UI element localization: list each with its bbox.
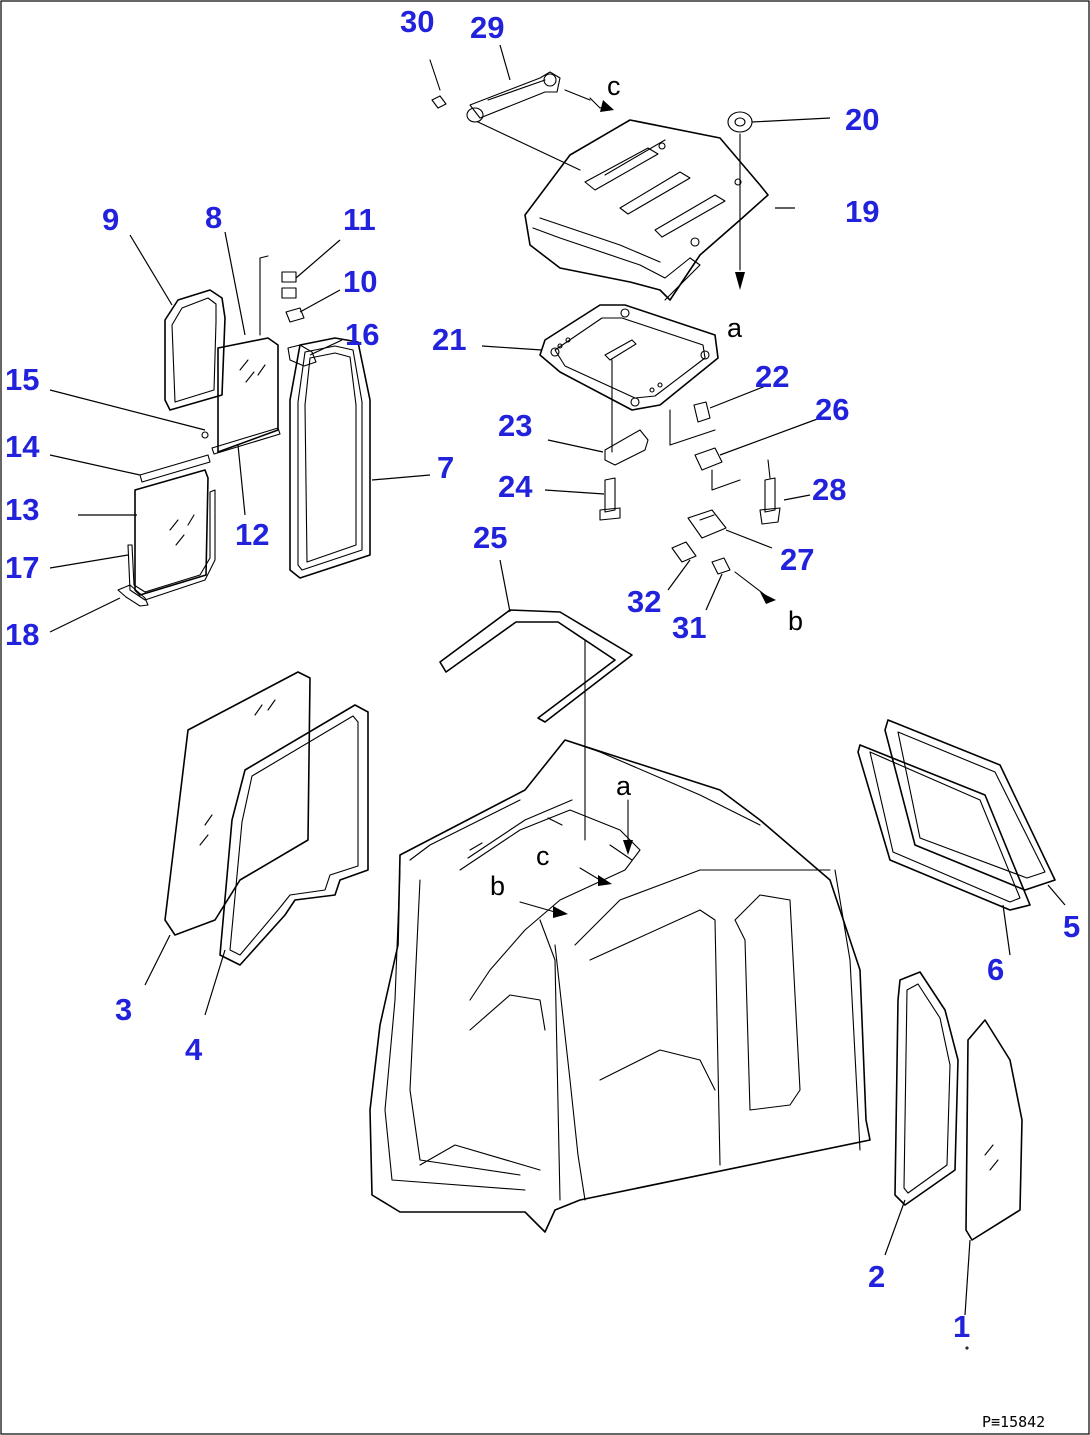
callout-5: 5 xyxy=(1063,909,1080,944)
ref-letter-b-cab: b xyxy=(490,871,505,901)
ref-letter-c-hinge: c xyxy=(607,71,621,101)
callout-28: 28 xyxy=(812,472,846,507)
callout-11: 11 xyxy=(343,202,376,237)
parts-12-14-strips xyxy=(139,427,281,483)
reference-letters: c a b a c b xyxy=(490,71,803,901)
callout-10: 10 xyxy=(343,264,377,299)
callout-9: 9 xyxy=(102,202,119,237)
part-26-plate xyxy=(669,409,821,491)
part-7-seal xyxy=(289,337,371,579)
parts-10-11-16-hardware xyxy=(259,239,343,367)
callout-12: 12 xyxy=(235,517,269,552)
callout-6: 6 xyxy=(987,952,1004,987)
callout-24: 24 xyxy=(498,469,533,504)
callout-32: 32 xyxy=(627,584,661,619)
part-22-pin xyxy=(693,384,769,423)
part-28-bolt xyxy=(759,459,811,525)
part-9-seal xyxy=(164,289,226,411)
ref-letter-a-cab: a xyxy=(616,771,632,801)
part-18-clip xyxy=(117,584,149,607)
parts-31-32-latch xyxy=(667,541,776,611)
callout-21: 21 xyxy=(432,322,466,357)
callout-25: 25 xyxy=(473,520,507,555)
callout-29: 29 xyxy=(470,10,504,45)
part-2-side-seal xyxy=(894,971,959,1206)
callout-30: 30 xyxy=(400,4,434,39)
callout-31: 31 xyxy=(672,610,706,645)
callout-4: 4 xyxy=(185,1032,203,1067)
part-6-rear-seal xyxy=(857,744,1031,911)
callout-2: 2 xyxy=(868,1259,885,1294)
callout-17: 17 xyxy=(5,550,39,585)
part-1-side-glass xyxy=(965,1019,1023,1241)
callout-8: 8 xyxy=(205,200,222,235)
part-21-frame xyxy=(481,304,719,411)
leader-lines xyxy=(49,207,1066,1350)
callout-labels: 30 29 20 19 9 8 11 10 16 21 22 26 15 14 … xyxy=(5,4,1080,1344)
ref-letter-a-top: a xyxy=(727,313,743,343)
callout-20: 20 xyxy=(845,102,879,137)
part-25-rail xyxy=(439,609,633,841)
callout-16: 16 xyxy=(345,317,379,352)
callout-23: 23 xyxy=(498,408,532,443)
ref-letter-b-latch: b xyxy=(788,606,803,636)
ref-letter-c-cab: c xyxy=(536,841,550,871)
part-4-door-seal xyxy=(219,704,369,966)
part-8-glass xyxy=(217,337,279,453)
part-17-lower-seal xyxy=(127,489,216,601)
part-23-bracket xyxy=(547,359,649,466)
callout-1: 1 xyxy=(953,1309,970,1344)
callout-15: 15 xyxy=(5,362,39,397)
callout-13: 13 xyxy=(5,492,39,527)
callout-19: 19 xyxy=(845,194,879,229)
part-20-knob xyxy=(727,111,831,290)
part-27-block xyxy=(687,509,773,549)
callout-14: 14 xyxy=(5,429,40,464)
part-3-door-glass xyxy=(164,671,311,936)
callout-3: 3 xyxy=(115,992,132,1027)
callout-26: 26 xyxy=(815,392,849,427)
parts-29-30-hinge xyxy=(429,44,614,171)
part-19-roof-hatch xyxy=(524,119,769,301)
callout-27: 27 xyxy=(780,542,814,577)
cab-body xyxy=(369,739,871,1233)
part-5-rear-glass xyxy=(884,719,1056,891)
figure-code: P≡15842 xyxy=(982,1413,1045,1431)
callout-7: 7 xyxy=(437,450,454,485)
part-24-bolt xyxy=(544,477,621,521)
cab-reference-arrows xyxy=(519,799,633,918)
callout-18: 18 xyxy=(5,617,39,652)
callout-22: 22 xyxy=(755,359,789,394)
